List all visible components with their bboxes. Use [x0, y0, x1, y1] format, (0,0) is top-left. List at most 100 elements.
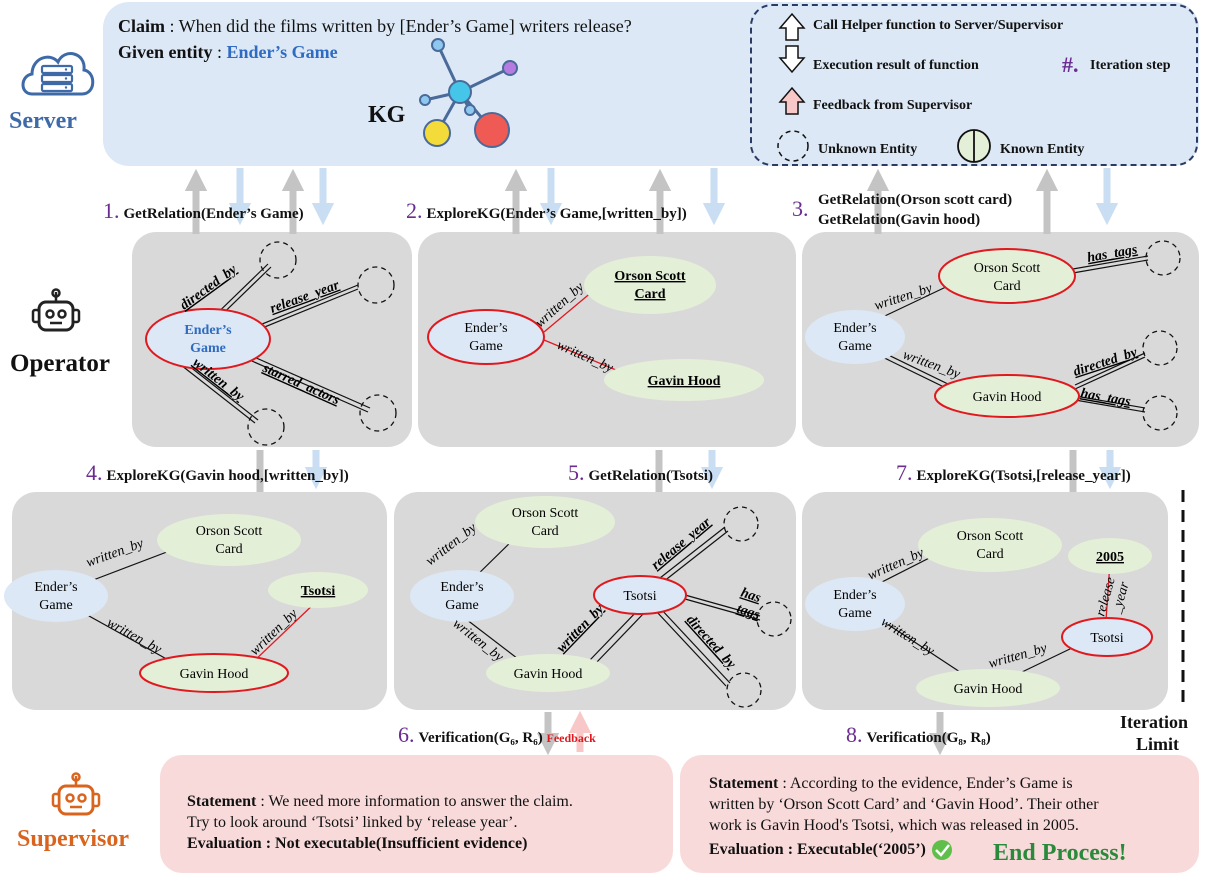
node-orson-a: Orson Scott — [512, 506, 579, 521]
sup6-evaluation-key: Evaluation — [187, 835, 262, 852]
node-enders-b: Game — [445, 598, 478, 613]
node-gavin: Gavin Hood — [954, 682, 1023, 697]
step-1-label: 1.GetRelation(Ender’s Game) — [103, 198, 304, 224]
sup8-line3: work is Gavin Hood's Tsotsi, which was r… — [709, 817, 1079, 834]
node-orson-b: Card — [634, 287, 665, 302]
unknown-entity-icon — [777, 130, 809, 162]
node-enders-b: Game — [838, 606, 871, 621]
node-gavin: Gavin Hood — [973, 390, 1042, 405]
node-enders-a: Ender’s — [464, 321, 507, 336]
feedback-arrow-icon — [778, 86, 806, 115]
node-enders-a: Ender’s — [34, 580, 77, 595]
rel-written-by-c: written_by — [987, 641, 1049, 672]
node-enders-a: Ender’s — [440, 580, 483, 595]
rel-written-by-a: written_by — [533, 279, 588, 331]
step-5-text: GetRelation(Tsotsi) — [588, 468, 713, 484]
sup8-statement-key: Statement — [709, 775, 779, 792]
node-enders-b: Game — [39, 598, 72, 613]
rel-written-by-b: written_by — [878, 615, 937, 660]
sup6-line3: Evaluation : Not executable(Insufficient… — [187, 833, 667, 854]
sup8-evaluation-value: : Executable(‘2005’) — [783, 841, 926, 858]
step-8-number: 8. — [846, 722, 863, 747]
claim-line: Claim : When did the films written by [E… — [118, 16, 632, 37]
rel-has-tags-b: has_tags — [1079, 386, 1132, 410]
step-2-text: ExploreKG(Ender’s Game,[written_by]) — [426, 206, 687, 222]
robot-icon — [31, 288, 81, 332]
node-enders-b: Game — [469, 339, 502, 354]
step-1-text: GetRelation(Ender’s Game) — [123, 206, 304, 222]
supervisor-8-text: Statement : According to the evidence, E… — [709, 773, 1189, 860]
sup6-statement-1: : We need more information to answer the… — [256, 793, 573, 810]
supervisor-panel-step-6 — [160, 755, 673, 873]
sup8-line2: written by ‘Orson Scott Card’ and ‘Gavin… — [709, 796, 1099, 813]
node-orson-a: Orson Scott — [196, 524, 263, 539]
node-orson-b: Card — [976, 547, 1003, 562]
sup8-statement-1: : According to the evidence, Ender’s Gam… — [778, 775, 1073, 792]
rel-written-by-c: written_by — [247, 606, 301, 659]
node-gavin: Gavin Hood — [648, 374, 721, 389]
sup6-evaluation-value: : Not executable(Insufficient evidence) — [261, 835, 528, 852]
server-label: Server — [9, 108, 77, 134]
step-6-number: 6. — [398, 722, 415, 747]
iteration-limit-a: Iteration — [1120, 712, 1188, 732]
step-2-number: 2. — [406, 198, 423, 223]
step-3-label: 3. — [792, 196, 813, 222]
rel-written-by-b: written_by — [450, 616, 507, 665]
server-cloud-icon — [21, 52, 95, 96]
legend-known: Known Entity — [1000, 142, 1085, 157]
kg-graph-icon — [419, 38, 518, 148]
entity-line: Given entity : Ender’s Game — [118, 42, 338, 63]
rel-has: has — [739, 586, 763, 607]
node-tsotsi: Tsotsi — [301, 584, 336, 599]
rel-written-by-a: written_by — [84, 536, 146, 571]
step-3-text-a: GetRelation(Orson scott card) — [818, 192, 1013, 208]
legend-result: Execution result of function — [813, 58, 979, 73]
node-tsotsi: Tsotsi — [1090, 631, 1123, 646]
step-3-text-b: GetRelation(Gavin hood) — [818, 212, 981, 228]
step-7-text: ExploreKG(Tsotsi,[release_year]) — [916, 468, 1131, 484]
entity-value: Ender’s Game — [226, 42, 338, 62]
operator-label: Operator — [10, 350, 110, 377]
step-5-label: 5.GetRelation(Tsotsi) — [568, 460, 713, 486]
node-gavin: Gavin Hood — [180, 667, 249, 682]
legend-call: Call Helper function to Server/Superviso… — [813, 18, 1064, 33]
node-enders-a: Ender’s — [833, 321, 876, 336]
step-4-label: 4.ExploreKG(Gavin hood,[written_by]) — [86, 460, 349, 486]
legend-box — [750, 4, 1198, 166]
server-panel — [103, 2, 1199, 166]
check-icon — [932, 840, 952, 860]
graph-step-5: Orson Scott Card Ender’s Game Gavin Hood… — [410, 496, 792, 708]
step-5-number: 5. — [568, 460, 585, 485]
node-tsotsi: Tsotsi — [623, 589, 656, 604]
iteration-limit-b: Limit — [1136, 734, 1179, 754]
node-orson-b: Card — [531, 524, 558, 539]
legend-icons — [777, 12, 991, 163]
node-year: 2005 — [1096, 550, 1124, 565]
rel-written-by-b: written_by — [554, 338, 616, 376]
graph-step-4: Orson Scott Card Ender’s Game Tsotsi Gav… — [4, 514, 368, 693]
graph-step-3: Ender’s Game Orson Scott Card Gavin Hood… — [805, 240, 1181, 431]
entity-key: Given entity — [118, 42, 213, 62]
node-orson-a: Orson Scott — [974, 261, 1041, 276]
flow-arrows — [184, 168, 1122, 756]
down-arrow-icon — [778, 45, 806, 74]
legend-unknown: Unknown Entity — [818, 142, 918, 157]
claim-text: : When did the films written by [Ender’s… — [165, 16, 632, 36]
sup8-line1: Statement : According to the evidence, E… — [709, 773, 1189, 794]
node-enders-a: Ender’s — [833, 588, 876, 603]
graph-step-7: Orson Scott Card Ender’s Game 2005 Gavin… — [805, 518, 1153, 707]
node-orson-a: Orson Scott — [957, 529, 1024, 544]
sup6-line2: Try to look around ‘Tsotsi’ linked by ‘r… — [187, 814, 518, 831]
graph-step-1: directed_by release_year written_by star… — [145, 241, 397, 446]
legend-iter: Iteration step — [1090, 58, 1171, 73]
sup8-line4: Evaluation : Executable(‘2005’) — [709, 839, 1189, 860]
supervisor-robot-icon — [51, 772, 101, 816]
step-8-label: 8.Verification(G₈, R₈) — [846, 722, 991, 748]
supervisor-label: Supervisor — [17, 826, 130, 852]
up-arrow-icon — [778, 12, 806, 41]
step-7-number: 7. — [896, 460, 913, 485]
node-orson-a: Orson Scott — [614, 269, 686, 284]
node-enders-b: Game — [838, 339, 871, 354]
kg-label: KG — [368, 102, 406, 128]
rel-written-by-a: written_by — [873, 281, 935, 314]
